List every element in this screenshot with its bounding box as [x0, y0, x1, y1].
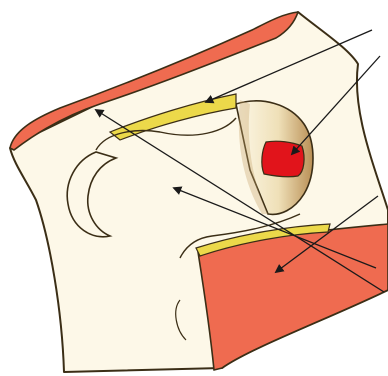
red-socket-insert: [262, 141, 304, 177]
